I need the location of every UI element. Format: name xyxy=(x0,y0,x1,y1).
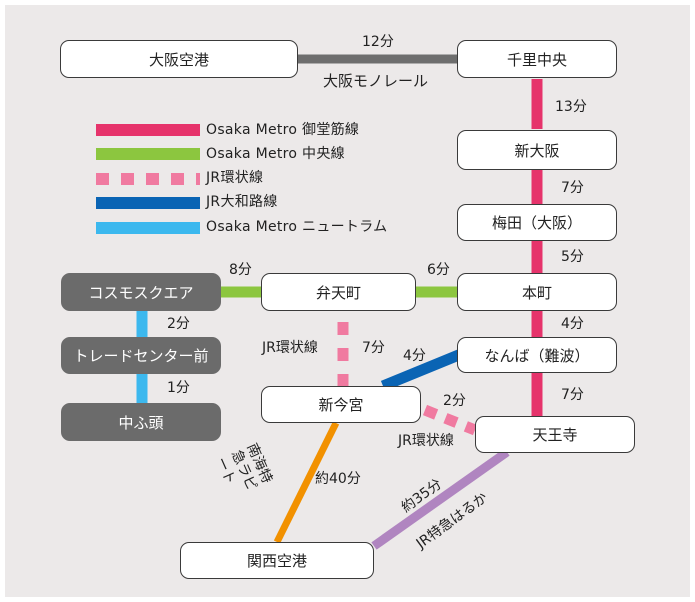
legend-label-newtram: Osaka Metro ニュートラム xyxy=(206,219,388,235)
yamatoji-time-label: 4分 xyxy=(403,348,426,364)
station-bentencho[interactable]: 弁天町 xyxy=(261,273,416,311)
trade-naka-time-label: 1分 xyxy=(167,380,190,396)
route-yamatoji xyxy=(380,346,469,392)
legend-swatch-yamatoji xyxy=(96,197,200,209)
cosmo-trade-time-label: 2分 xyxy=(167,316,190,332)
monorail-time-label: 12分 xyxy=(362,34,394,50)
jr-loop-lower-name-label: JR環状線 xyxy=(398,433,454,449)
cosmo-benten-time-label: 8分 xyxy=(229,262,252,278)
station-kix[interactable]: 関西空港 xyxy=(180,542,374,579)
station-cosmo-square[interactable]: コスモスクエア xyxy=(61,273,221,311)
station-umeda[interactable]: 梅田（大阪） xyxy=(457,204,617,241)
senri-shinosaka-time-label: 13分 xyxy=(555,99,587,115)
legend-swatch-newtram xyxy=(96,222,200,234)
umeda-hommachi-time-label: 5分 xyxy=(561,249,584,265)
legend-swatch-chuo xyxy=(96,148,200,160)
route-haruka xyxy=(371,448,510,550)
legend-label-jr-loop: JR環状線 xyxy=(206,170,264,186)
monorail-name-label: 大阪モノレール xyxy=(323,72,429,90)
shinosaka-umeda-time-label: 7分 xyxy=(561,180,584,196)
jr-loop-upper-name-label: JR環状線 xyxy=(262,340,318,356)
route-jr-loop-lower xyxy=(422,404,478,436)
station-nakafuto[interactable]: 中ふ頭 xyxy=(61,403,221,441)
namba-tennoji-time-label: 7分 xyxy=(561,387,584,403)
nankai-time-label: 約40分 xyxy=(315,471,361,487)
station-osaka-airport[interactable]: 大阪空港 xyxy=(60,40,298,78)
station-senri-chuo[interactable]: 千里中央 xyxy=(457,40,617,78)
legend-label-chuo: Osaka Metro 中央線 xyxy=(206,146,345,162)
hommachi-namba-time-label: 4分 xyxy=(561,316,584,332)
jr-loop-upper-time-label: 7分 xyxy=(362,340,385,356)
route-nankai xyxy=(273,421,340,544)
station-hommachi[interactable]: 本町 xyxy=(457,273,617,311)
station-shin-osaka[interactable]: 新大阪 xyxy=(457,130,617,170)
benten-hommachi-time-label: 6分 xyxy=(427,262,450,278)
jr-loop-lower-time-label: 2分 xyxy=(443,393,466,409)
station-namba[interactable]: なんば（難波） xyxy=(457,337,617,373)
station-tennoji[interactable]: 天王寺 xyxy=(475,416,635,453)
legend-swatch-jr-loop xyxy=(96,173,200,185)
station-shin-imamiya[interactable]: 新今宮 xyxy=(261,386,421,423)
legend-swatch-midosuji xyxy=(96,124,200,136)
legend-label-yamatoji: JR大和路線 xyxy=(206,194,278,210)
station-trade-center[interactable]: トレードセンター前 xyxy=(61,337,221,374)
legend-label-midosuji: Osaka Metro 御堂筋線 xyxy=(206,122,360,138)
